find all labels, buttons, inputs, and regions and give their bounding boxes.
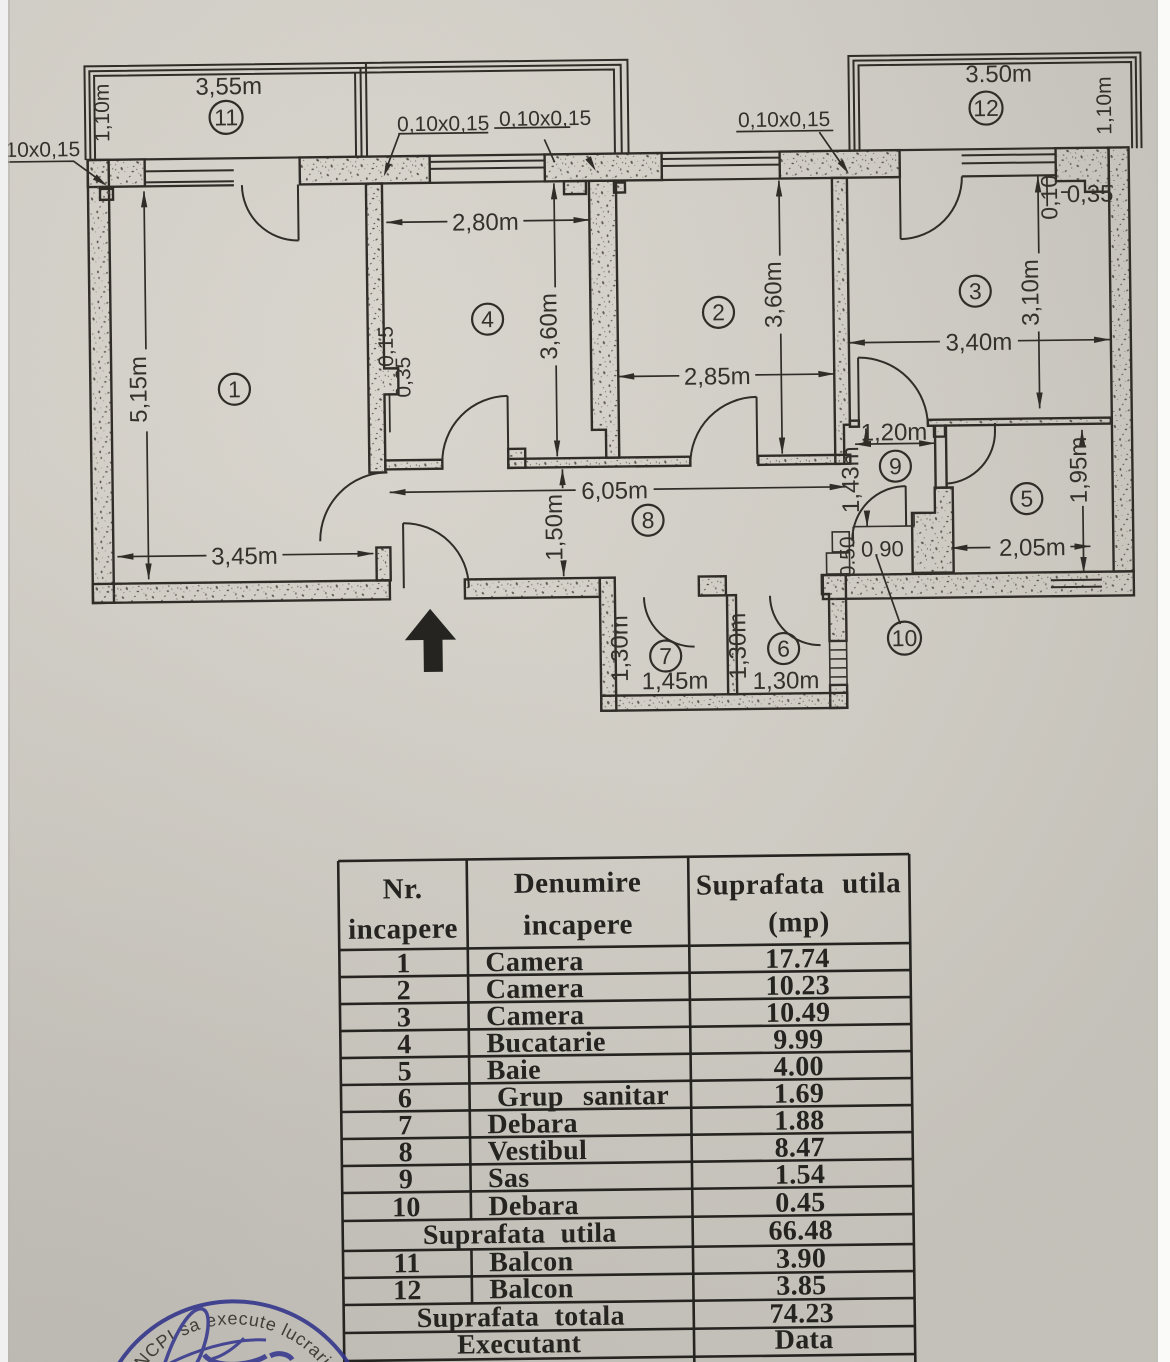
svg-text:1,95m: 1,95m [1065,436,1093,503]
svg-text:5,15m: 5,15m [125,356,153,423]
svg-text:4: 4 [397,1029,412,1060]
svg-text:0,35: 0,35 [392,357,415,398]
svg-text:2,05m: 2,05m [999,534,1066,562]
svg-text:incapere: incapere [523,908,633,941]
svg-text:Balcon: Balcon [489,1273,574,1305]
svg-text:0.45: 0.45 [775,1187,826,1219]
svg-text:Sas: Sas [488,1163,530,1195]
svg-text:9: 9 [399,1164,414,1195]
svg-text:1,10m: 1,10m [91,84,115,143]
svg-text:1,30m: 1,30m [606,615,634,682]
svg-text:1,45m: 1,45m [641,667,708,695]
svg-text:0.50: 0.50 [836,536,859,577]
svg-text:1,43m: 1,43m [837,446,865,513]
svg-text:3,10m: 3,10m [1017,259,1045,326]
svg-text:3,60m: 3,60m [535,293,563,360]
svg-text:Suprafata utila: Suprafata utila [423,1218,617,1251]
svg-text:incapere: incapere [348,913,458,946]
svg-text:11: 11 [393,1248,420,1279]
svg-text:9.99: 9.99 [773,1024,824,1056]
svg-text:Debara: Debara [488,1190,579,1222]
svg-text:Vestibul: Vestibul [488,1135,588,1167]
svg-text:Suprafata utila: Suprafata utila [696,867,902,902]
svg-text:9: 9 [889,453,902,479]
svg-text:1.88: 1.88 [774,1105,825,1137]
svg-text:1: 1 [396,948,411,979]
svg-text:8.47: 8.47 [774,1132,825,1164]
svg-text:10.49: 10.49 [766,997,831,1029]
svg-text:0,10x0,15: 0,10x0,15 [738,108,831,132]
svg-text:1,10m: 1,10m [1093,76,1117,135]
svg-text:(mp): (mp) [768,906,830,939]
svg-text:2,85m: 2,85m [684,363,751,391]
svg-text:Baie: Baie [487,1055,541,1087]
svg-text:1,30m: 1,30m [753,667,820,695]
svg-text:Camera: Camera [485,946,584,978]
svg-text:2: 2 [712,299,725,325]
svg-text:0,10x0,15: 0,10x0,15 [499,107,592,131]
svg-text:6,05m: 6,05m [581,477,648,505]
svg-text:Suprafata totala: Suprafata totala [417,1301,625,1335]
svg-text:5: 5 [397,1056,412,1087]
svg-text:2: 2 [396,975,411,1006]
svg-text:8: 8 [641,507,654,533]
svg-text:3.90: 3.90 [776,1243,827,1275]
svg-text:17.74: 17.74 [765,943,830,975]
svg-text:4: 4 [481,306,494,332]
svg-text:Camera: Camera [486,973,585,1005]
svg-text:1,20m: 1,20m [860,419,927,447]
svg-text:0,15: 0,15 [375,326,398,367]
svg-text:6: 6 [777,635,790,661]
svg-text:Camera: Camera [486,1000,585,1032]
svg-text:10x0,15: 10x0,15 [5,138,80,162]
svg-text:Debara: Debara [487,1108,578,1140]
svg-text:3,40m: 3,40m [945,329,1012,357]
svg-text:10: 10 [892,625,918,651]
svg-text:0,10: 0,10 [1036,175,1063,220]
svg-text:Data: Data [775,1324,834,1356]
svg-text:3.50m: 3.50m [965,60,1032,88]
svg-text:7: 7 [398,1110,413,1141]
svg-text:Executant: Executant [457,1328,582,1361]
svg-text:1,30m: 1,30m [724,613,752,680]
svg-text:7: 7 [659,643,672,669]
svg-text:6: 6 [398,1083,413,1114]
svg-text:Denumire: Denumire [514,866,642,900]
svg-text:8: 8 [398,1137,413,1168]
svg-text:Balcon: Balcon [489,1246,574,1278]
svg-text:3: 3 [397,1002,412,1033]
svg-text:5: 5 [1020,486,1033,512]
svg-text:4.00: 4.00 [773,1051,824,1083]
svg-text:3,55m: 3,55m [195,73,262,101]
svg-text:10: 10 [392,1192,421,1223]
svg-text:0,10x0,15: 0,10x0,15 [397,112,490,136]
svg-text:3,60m: 3,60m [760,261,788,328]
svg-text:2,80m: 2,80m [452,209,519,237]
svg-text:11: 11 [214,104,238,130]
svg-text:66.48: 66.48 [768,1215,833,1247]
svg-text:1,50m: 1,50m [541,494,569,561]
svg-text:10.23: 10.23 [765,970,830,1002]
svg-text:Grup sanitar: Grup sanitar [497,1080,669,1113]
svg-text:12: 12 [973,95,999,121]
svg-text:12: 12 [393,1275,422,1306]
svg-text:Bucatarie: Bucatarie [486,1027,606,1059]
svg-text:74.23: 74.23 [769,1298,834,1330]
svg-text:0,35: 0,35 [1067,181,1114,209]
svg-text:3: 3 [969,278,982,304]
svg-text:3.85: 3.85 [776,1270,827,1302]
svg-text:Nr.: Nr. [382,873,422,905]
svg-text:1: 1 [228,376,241,402]
svg-text:0.90: 0.90 [861,536,904,562]
svg-text:3,45m: 3,45m [211,543,278,571]
svg-text:1.54: 1.54 [775,1159,826,1191]
svg-text:1.69: 1.69 [774,1078,825,1110]
